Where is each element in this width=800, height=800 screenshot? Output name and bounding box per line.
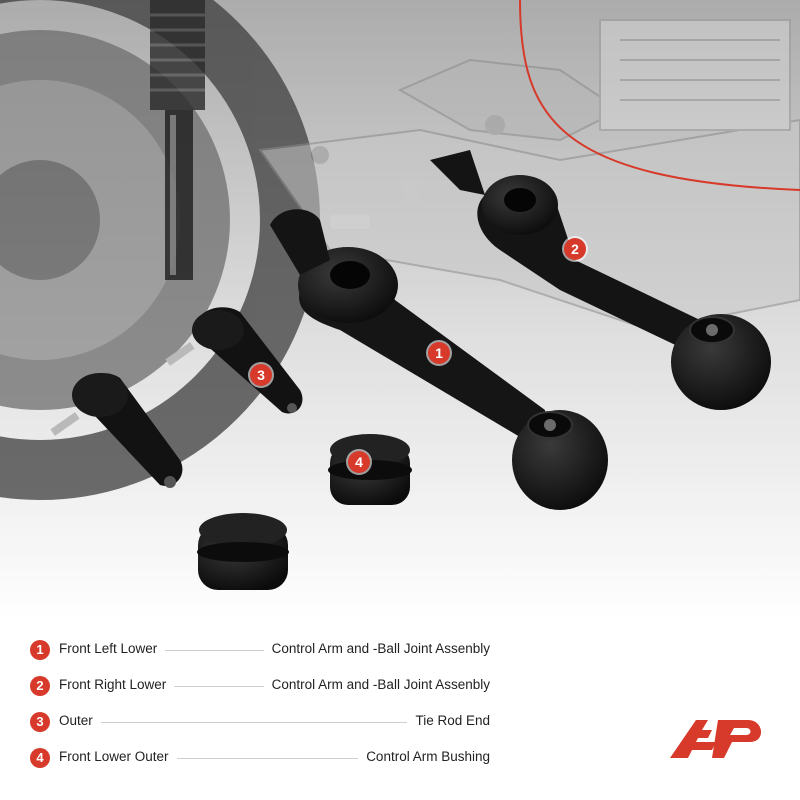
tie-rod-end-left xyxy=(50,373,183,488)
control-arm-2 xyxy=(402,150,771,410)
accent-curve xyxy=(519,0,800,191)
legend-number: 3 xyxy=(30,712,50,732)
legend-part-name: Front Left Lower xyxy=(59,641,166,656)
legend-row-1: 1 Front Left Lower Control Arm and -Ball… xyxy=(30,636,490,672)
shock-absorber xyxy=(150,0,205,280)
callout-badge-4: 4 xyxy=(348,451,370,473)
legend-number: 2 xyxy=(30,676,50,696)
legend-number: 4 xyxy=(30,748,50,768)
legend-leader-line xyxy=(59,722,490,723)
legend-row-3: 3 Outer Tie Rod End xyxy=(30,708,490,744)
callout-badge-1: 1 xyxy=(428,342,450,364)
legend-part-name: Front Lower Outer xyxy=(59,749,177,764)
callout-badge-2: 2 xyxy=(564,238,586,260)
bushing-extra xyxy=(197,513,289,590)
parts-legend: 1 Front Left Lower Control Arm and -Ball… xyxy=(30,636,490,780)
legend-number: 1 xyxy=(30,640,50,660)
legend-description: Control Arm and -Ball Joint Assenbly xyxy=(263,677,490,692)
control-arm-1 xyxy=(270,209,608,510)
legend-description: Tie Rod End xyxy=(407,713,490,728)
callout-badge-3: 3 xyxy=(250,364,272,386)
legend-leader-line xyxy=(59,758,490,759)
legend-description: Control Arm and -Ball Joint Assenbly xyxy=(263,641,490,656)
legend-part-name: Outer xyxy=(59,713,101,728)
legend-part-name: Front Right Lower xyxy=(59,677,175,692)
brand-logo-icon xyxy=(670,720,762,758)
bushing-4 xyxy=(328,434,412,505)
legend-description: Control Arm Bushing xyxy=(358,749,490,764)
legend-row-4: 4 Front Lower Outer Control Arm Bushing xyxy=(30,744,490,780)
tie-rod-end-3 xyxy=(165,307,303,414)
product-photo xyxy=(0,0,800,620)
legend-row-2: 2 Front Right Lower Control Arm and -Bal… xyxy=(30,672,490,708)
